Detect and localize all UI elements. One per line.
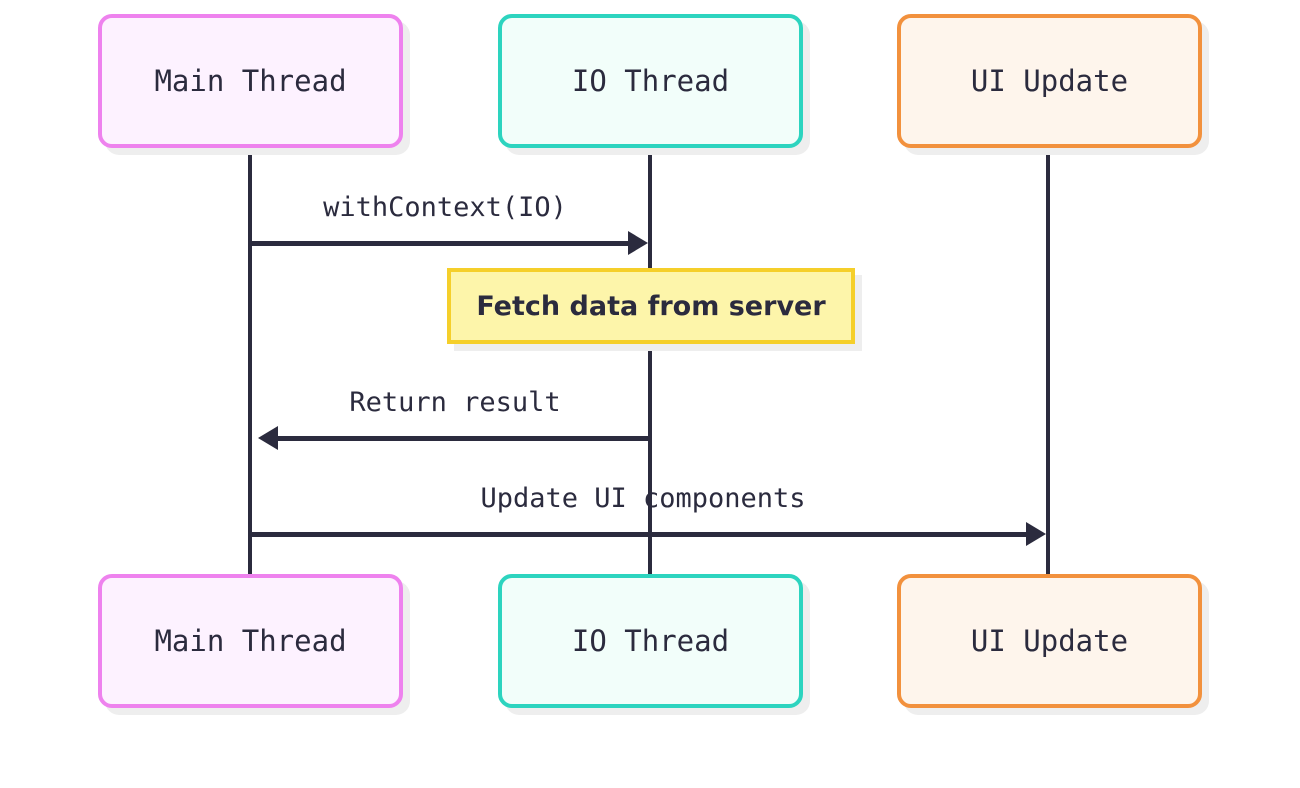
message-label-with-context-io: withContext(IO) — [323, 192, 567, 223]
participant-box-ui-update-bottom[interactable]: UI Update — [897, 574, 1202, 708]
participant-box-ui-update-top[interactable]: UI Update — [897, 14, 1202, 148]
participant-label-main-thread-bottom: Main Thread — [154, 624, 347, 658]
participant-label-ui-update-bottom: UI Update — [970, 624, 1129, 658]
message-line-with-context-io — [250, 241, 630, 246]
message-line-update-ui-components — [250, 532, 1028, 537]
message-label-update-ui-components: Update UI components — [480, 483, 806, 514]
lifeline-main-thread — [248, 148, 252, 574]
message-arrowhead-return-result — [258, 426, 278, 450]
participant-box-main-thread-top[interactable]: Main Thread — [98, 14, 403, 148]
participant-box-io-thread-top[interactable]: IO Thread — [498, 14, 803, 148]
message-arrowhead-with-context-io — [628, 231, 648, 255]
participant-label-io-thread-bottom: IO Thread — [571, 624, 730, 658]
participant-box-io-thread-bottom[interactable]: IO Thread — [498, 574, 803, 708]
message-label-return-result: Return result — [349, 387, 561, 418]
note-label-fetch-data-from-server: Fetch data from server — [476, 290, 826, 322]
lifeline-io-thread — [648, 148, 652, 574]
lifeline-ui-update — [1046, 148, 1050, 574]
participant-label-main-thread-top: Main Thread — [154, 64, 347, 98]
participant-label-io-thread-top: IO Thread — [571, 64, 730, 98]
participant-label-ui-update-top: UI Update — [970, 64, 1129, 98]
participant-box-main-thread-bottom[interactable]: Main Thread — [98, 574, 403, 708]
message-line-return-result — [278, 436, 650, 441]
message-arrowhead-update-ui-components — [1026, 522, 1046, 546]
note-fetch-data-from-server[interactable]: Fetch data from server — [447, 268, 855, 344]
